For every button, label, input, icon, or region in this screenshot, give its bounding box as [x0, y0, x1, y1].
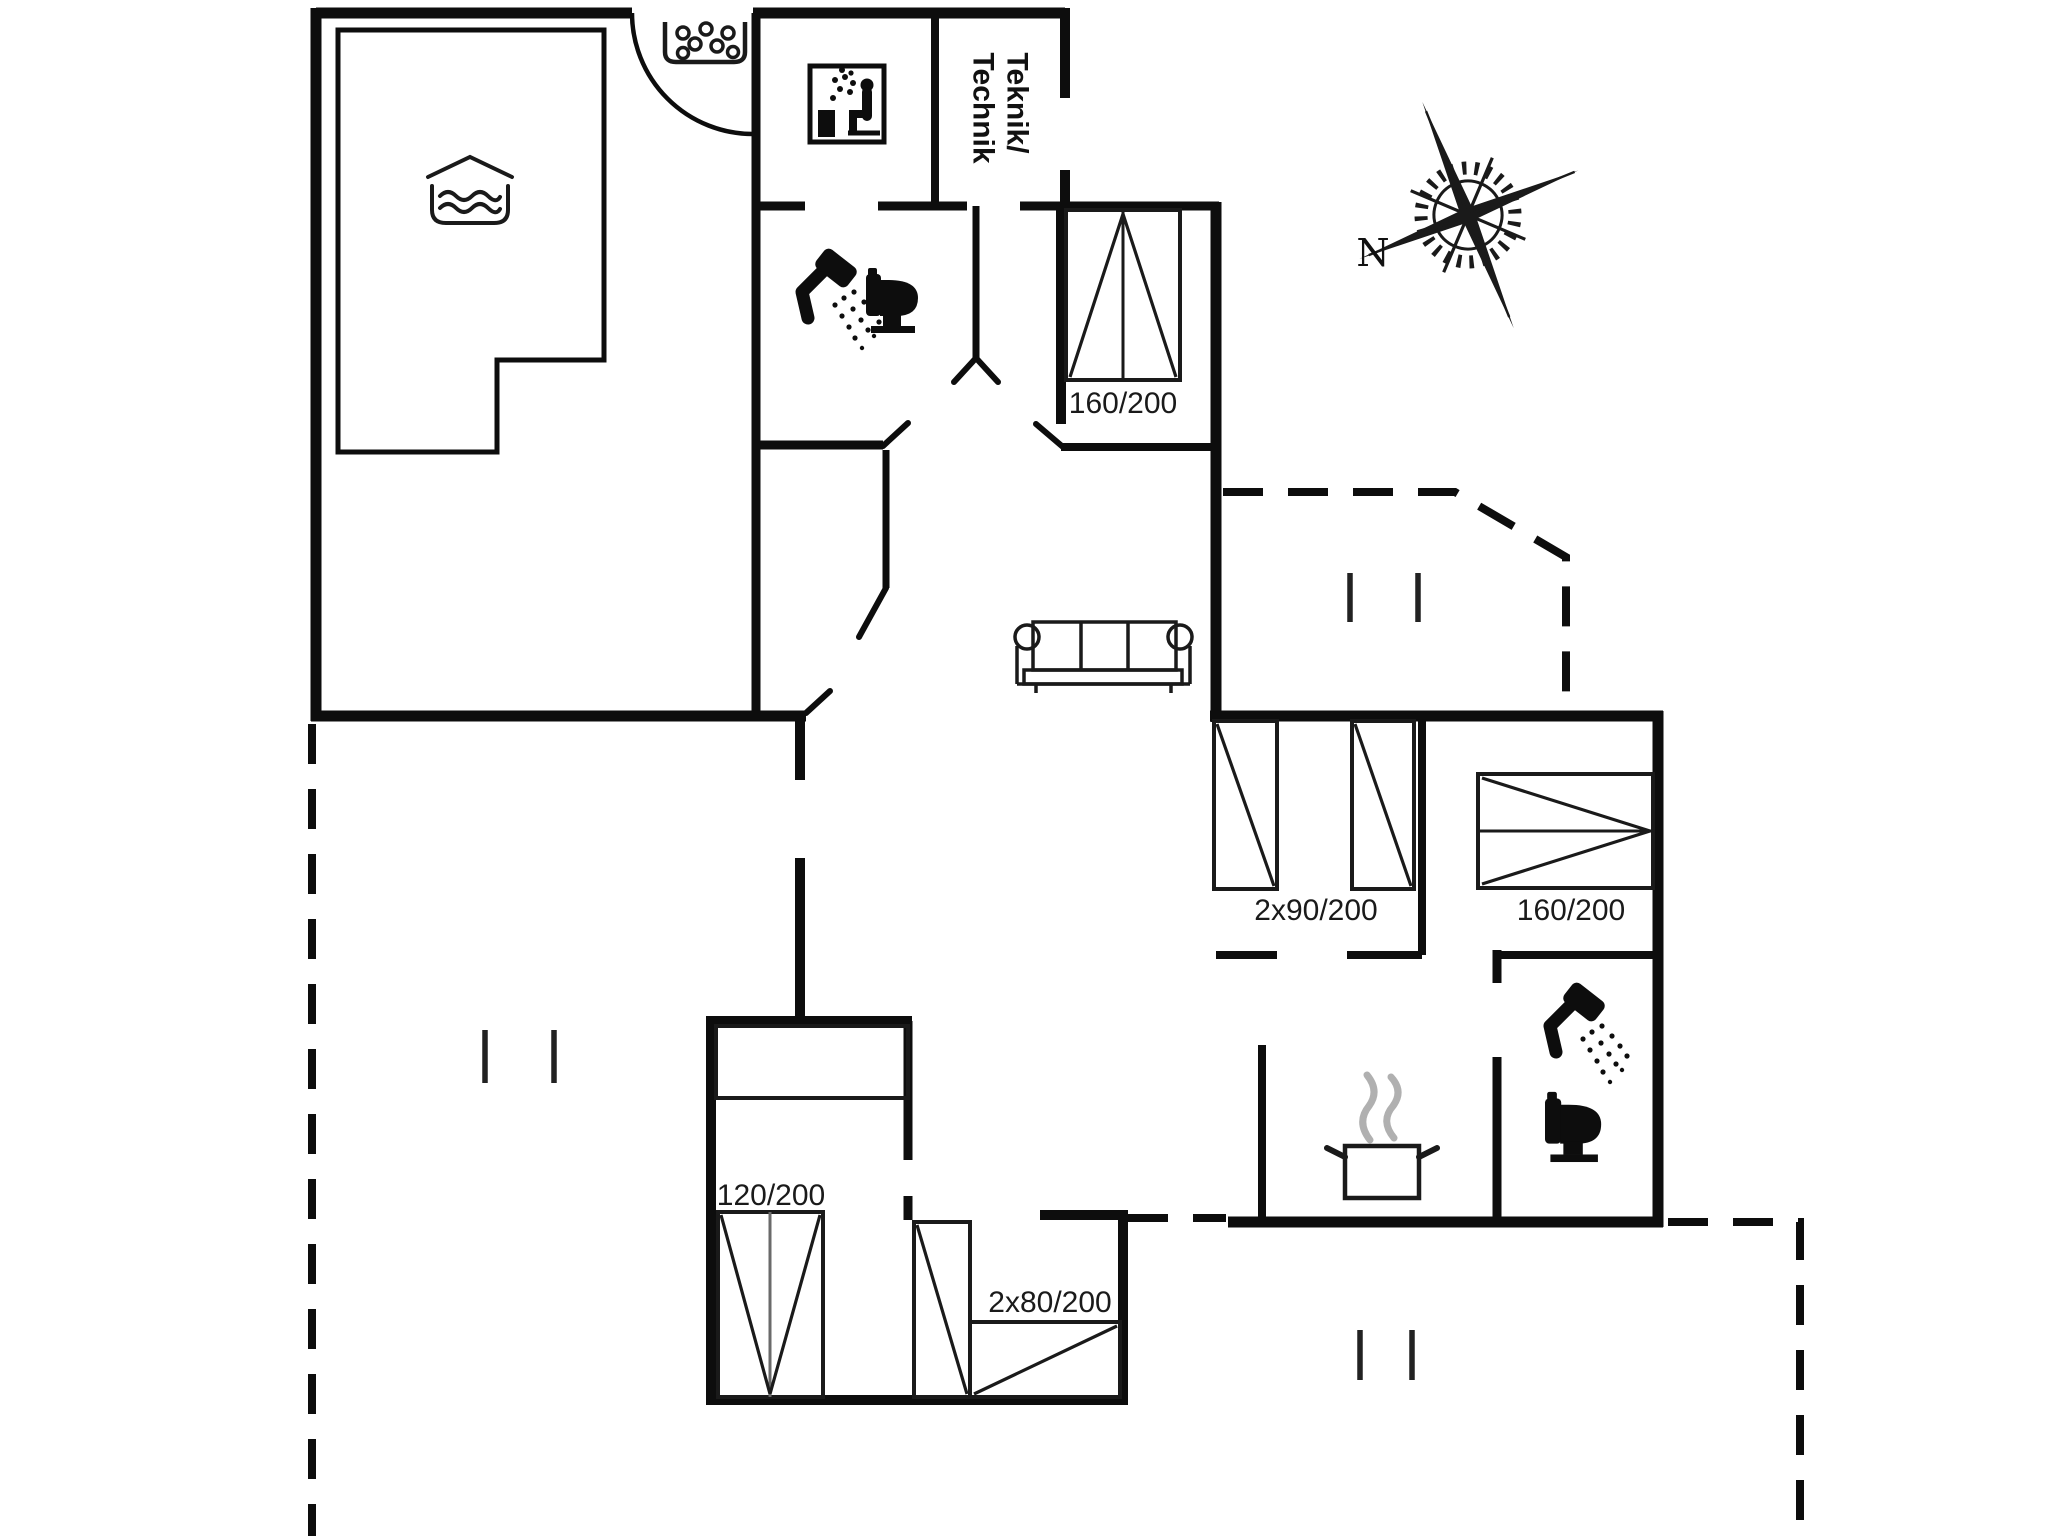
toilet-icon — [1545, 1091, 1602, 1163]
technical-room-label-line1: Teknik/ — [1000, 52, 1034, 154]
outer-walls — [310, 7, 1664, 1405]
door-leaf-marks — [803, 355, 1066, 716]
pool-water-icon — [426, 154, 514, 225]
steaming-pot-icon — [1324, 1071, 1440, 1201]
compass-rose-icon — [1359, 101, 1579, 329]
bed-single-120 — [716, 1210, 825, 1399]
wardrobe — [714, 1024, 910, 1100]
technical-room-label: Teknik/Technik — [966, 52, 1034, 164]
bed-size-label-south-bunks: 2x80/200 — [988, 1286, 1112, 1319]
sauna-person-icon — [807, 63, 887, 145]
swimming-pool-basin — [335, 27, 607, 455]
bed-double-160-east — [1476, 772, 1655, 890]
bed-single-90-left — [1212, 719, 1279, 891]
entrance-door-swing-arc-icon — [629, 12, 754, 137]
whirlpool-bubbles-icon — [662, 21, 748, 65]
bed-bunk-80-vertical — [912, 1220, 972, 1399]
technical-room-label-line2: Technik — [967, 52, 1000, 164]
bed-size-label-east-double: 160/200 — [1516, 894, 1626, 927]
compass-north-label: N — [1356, 231, 1390, 275]
bed-double-160 — [1064, 208, 1182, 382]
toilet-icon — [866, 268, 918, 333]
terrace-boundary-dashed-lines — [308, 488, 1804, 1536]
bed-single-90-right — [1350, 719, 1416, 891]
sofa-icon — [1013, 620, 1194, 693]
bed-size-label-top-bedroom: 160/200 — [1068, 387, 1178, 420]
shower-head-icon — [1550, 980, 1630, 1084]
terrace-step-marks — [482, 573, 1421, 1380]
bed-bunk-80-horizontal — [968, 1320, 1122, 1399]
bed-size-label-east-singles: 2x90/200 — [1254, 894, 1378, 927]
bed-size-label-south-single: 120/200 — [716, 1179, 826, 1212]
